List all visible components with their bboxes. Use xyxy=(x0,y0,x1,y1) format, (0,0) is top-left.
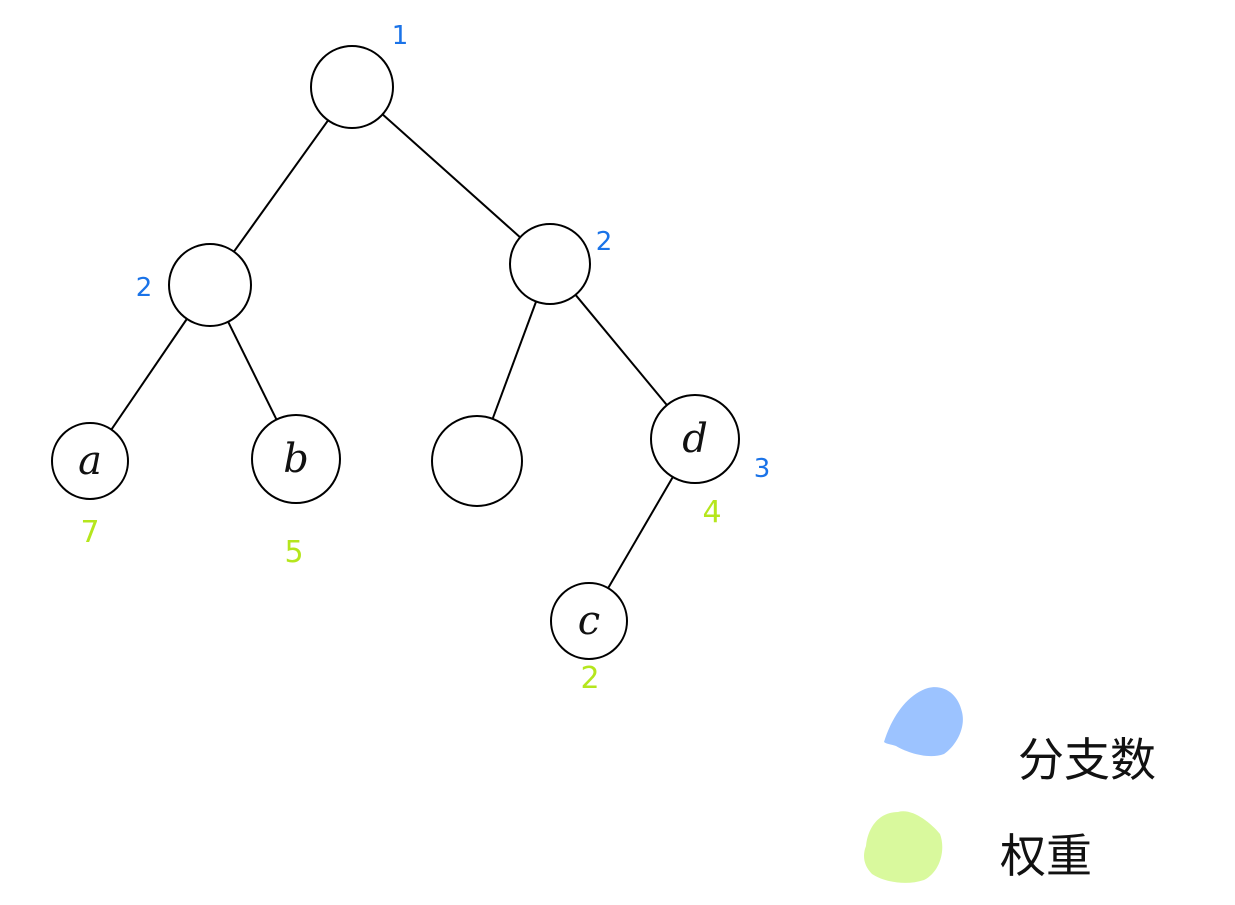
node-a xyxy=(51,422,129,500)
tree-edges xyxy=(110,113,674,589)
weight-a: 7 xyxy=(80,515,99,550)
branch-count-d: 3 xyxy=(754,454,771,484)
edge-root-left xyxy=(233,119,329,253)
weight-b: 5 xyxy=(284,535,303,570)
node-left xyxy=(168,243,252,327)
weight-d: 4 xyxy=(702,495,721,530)
edge-right-empty xyxy=(491,301,538,420)
legend-branch-count-label: 分支数 xyxy=(1018,733,1156,787)
edge-d-c xyxy=(607,476,674,589)
node-label-c: c xyxy=(578,598,600,644)
node-c xyxy=(550,582,628,660)
node-label-a: a xyxy=(78,438,102,484)
branch-count-right: 2 xyxy=(596,227,613,257)
node-empty xyxy=(431,415,523,507)
edge-left-b xyxy=(227,321,278,420)
node-annotations: 1 2 2 7 5 3 4 2 xyxy=(80,21,770,696)
branch-count-left: 2 xyxy=(136,273,153,303)
legend-weight-swatch xyxy=(864,811,943,883)
tree-nodes: a b d c xyxy=(51,45,740,660)
node-right xyxy=(509,223,591,305)
edge-left-a xyxy=(110,318,188,431)
node-b xyxy=(251,414,341,504)
weight-c: 2 xyxy=(580,661,599,696)
legend-weight-label: 权重 xyxy=(1000,829,1092,883)
edge-root-right xyxy=(381,113,521,239)
legend-branch-count-swatch xyxy=(884,687,963,757)
branch-count-root: 1 xyxy=(392,21,409,51)
node-d xyxy=(650,394,740,484)
node-root xyxy=(310,45,394,129)
edge-right-d xyxy=(574,294,668,406)
node-label-d: d xyxy=(682,416,708,462)
legend: 分支数 权重 xyxy=(864,687,1156,883)
node-label-b: b xyxy=(283,436,309,482)
